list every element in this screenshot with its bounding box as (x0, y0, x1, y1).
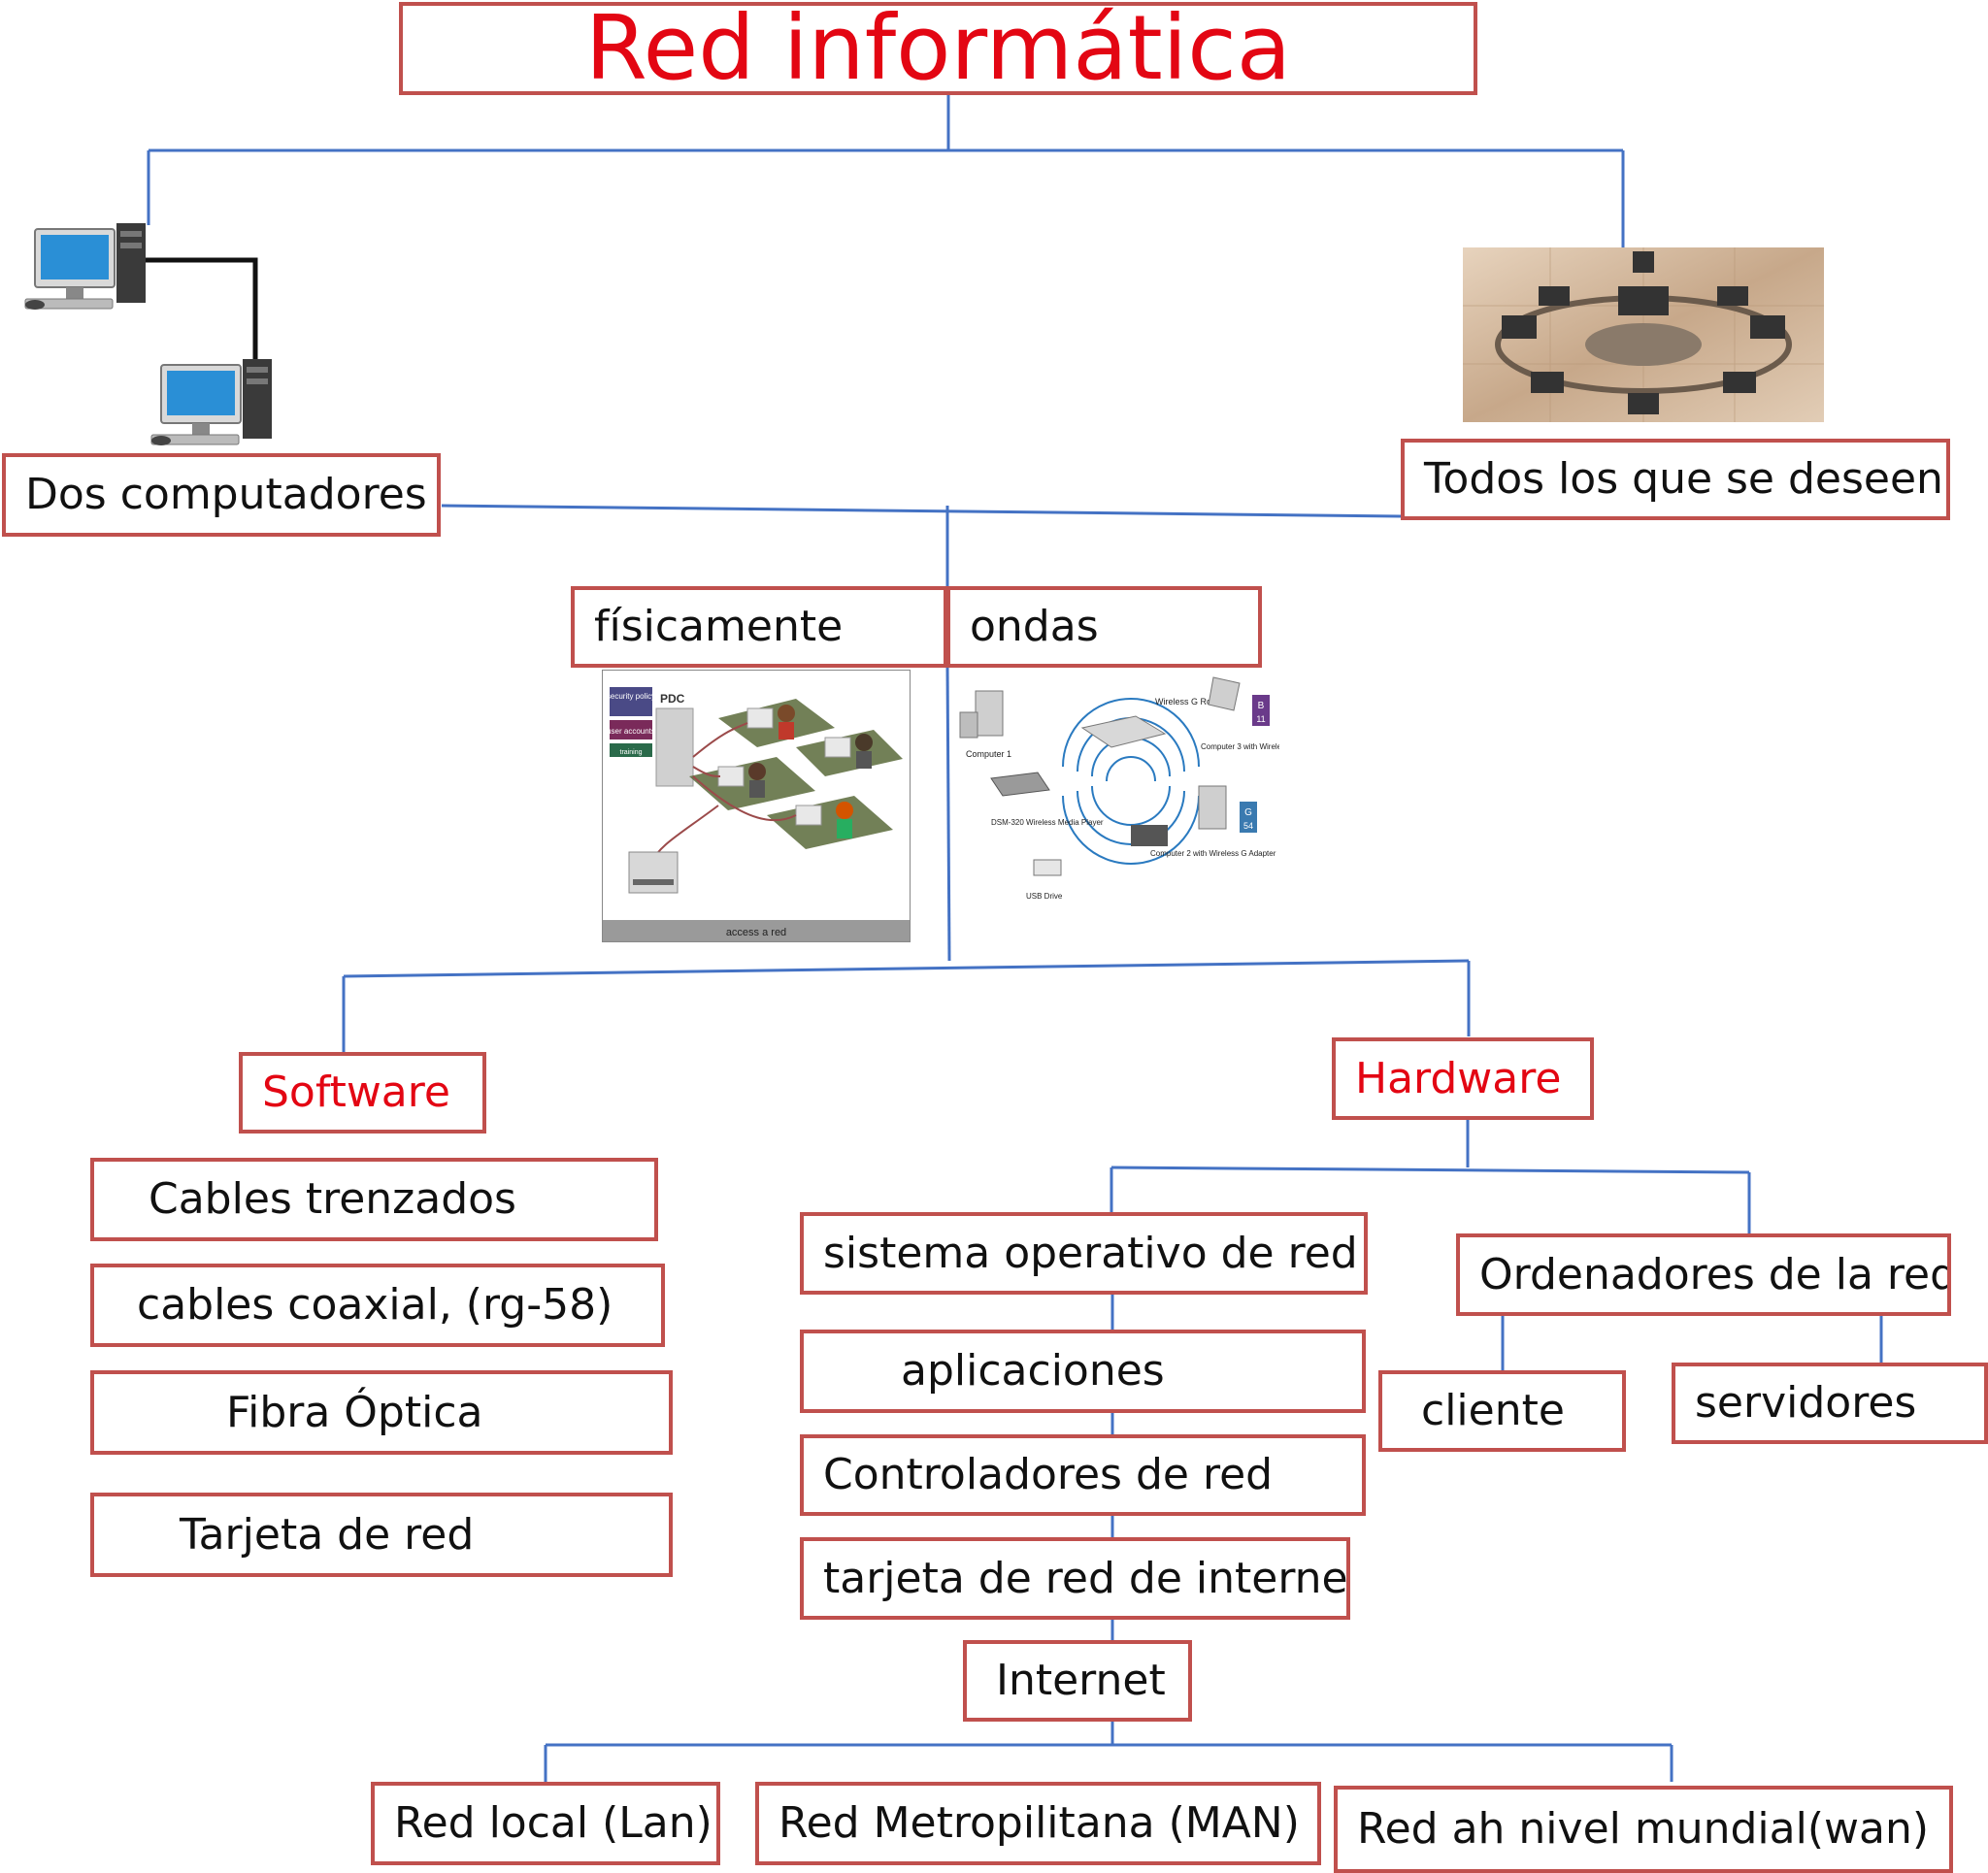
accounts-label: user accounts (607, 727, 655, 736)
computer3-label: Computer 3 with Wireless B Adapter (1201, 742, 1279, 751)
wireless-network-illustration: Wireless G Router Computer 1 B 11 Comput… (956, 670, 1279, 912)
badge-b: B (1258, 701, 1265, 711)
network-type-wan: Red ah nivel mundial(wan) (1334, 1786, 1953, 1873)
software-box: Software (239, 1052, 486, 1134)
physical-caption: access a red (726, 927, 786, 938)
software-item: Cables trenzados (90, 1158, 658, 1241)
two-computers-box: Dos computadores (2, 453, 441, 537)
pdc-label: PDC (660, 692, 685, 706)
network-type-man: Red Metropilitana (MAN) (755, 1782, 1321, 1865)
physical-box: físicamente (571, 586, 947, 668)
hardware-item: tarjeta de red de internet (800, 1537, 1350, 1620)
network-computers-box: Ordenadores de la red (1456, 1233, 1951, 1316)
router-label: Wireless G Router (1155, 697, 1227, 706)
computer-icon (150, 359, 272, 445)
badge-g: G (1244, 807, 1252, 818)
waves-box: ondas (946, 586, 1262, 668)
all-desired-box: Todos los que se deseen (1401, 439, 1950, 520)
hardware-item: aplicaciones (800, 1330, 1366, 1413)
computer-icon (24, 223, 146, 310)
badge-g-number: 54 (1243, 821, 1253, 831)
usb-label: USB Drive (1026, 892, 1063, 901)
network-type-lan: Red local (Lan) (371, 1782, 720, 1865)
servers-box: servidores (1672, 1363, 1988, 1444)
software-item: Fibra Óptica (90, 1370, 673, 1455)
software-item: cables coaxial, (rg-58) (90, 1264, 665, 1347)
computer2-label: Computer 2 with Wireless G Adapter (1150, 849, 1276, 858)
two-computers-illustration (24, 223, 272, 445)
training-label: training (620, 749, 643, 756)
page-title: Red informática (399, 2, 1477, 95)
security-label: security policy (607, 692, 655, 701)
player-label: DSM-320 Wireless Media Player (991, 818, 1104, 827)
network-ring-illustration (1463, 247, 1824, 422)
internet-box: Internet (963, 1640, 1192, 1722)
hardware-box: Hardware (1332, 1037, 1594, 1120)
wired-network-illustration: access a red security policy user accoun… (602, 670, 911, 942)
software-item: Tarjeta de red (90, 1493, 673, 1577)
hardware-item: sistema operativo de red (800, 1212, 1368, 1295)
badge-b-number: 11 (1256, 714, 1265, 724)
client-box: cliente (1378, 1370, 1626, 1452)
computer1-label: Computer 1 (966, 749, 1011, 759)
hardware-item: Controladores de red (800, 1434, 1366, 1516)
